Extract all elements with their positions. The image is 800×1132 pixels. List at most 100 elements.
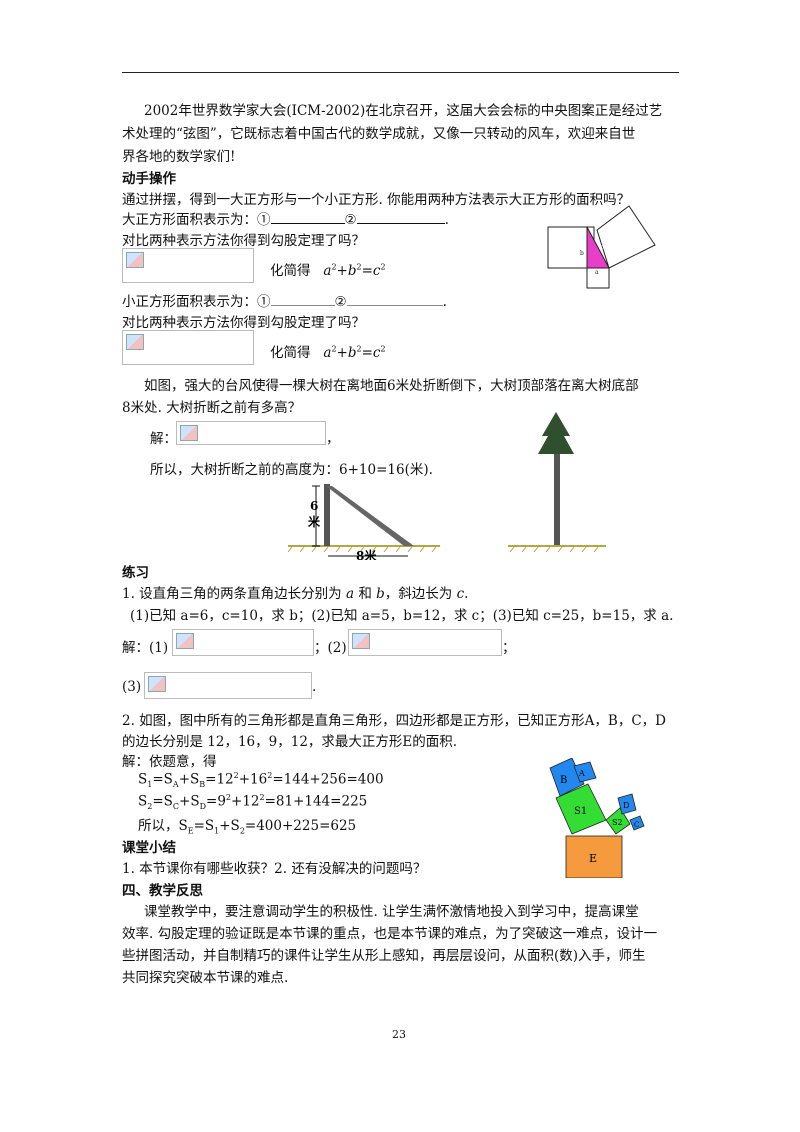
var-a: a: [345, 586, 355, 602]
tree-answer-box[interactable]: [176, 421, 326, 445]
sup: 2: [356, 344, 362, 354]
label-b: B: [560, 775, 567, 786]
height-number: 6: [310, 499, 318, 513]
plus: +: [336, 263, 348, 279]
blank-2[interactable]: [356, 211, 445, 224]
var-b: b: [347, 345, 357, 361]
simplify-label: 化简得: [270, 345, 311, 361]
circle-2: ②: [334, 294, 347, 310]
eq: =: [361, 263, 373, 279]
hands-on-question: 通过拼摆，得到一大正方形与一个小正方形. 你能用两种方法表示大正方形的面积吗？: [122, 192, 631, 208]
tree-question-2: 8米处. 大树折断之前有多高？: [122, 400, 302, 416]
exercise-2-line-2: 的边长分别是 12，16，9，12，求最大正方形E的面积.: [122, 734, 458, 750]
sup: 2: [380, 262, 386, 272]
small-square-label: 小正方形面积表示为：①: [122, 294, 271, 310]
section-heading-hands-on: 动手操作: [122, 171, 176, 187]
semicolon-end: ；: [502, 640, 516, 656]
image-placeholder-icon: [148, 676, 166, 692]
label-a: a: [595, 269, 599, 276]
circle-2: ②: [344, 212, 357, 228]
answer-box-ex1-1[interactable]: [172, 629, 314, 656]
right-triangle: [586, 226, 610, 269]
exercise-1-conditions: (1)已知 a=6，c=10，求 b；(2)已知 a=5，b=12，求 c；(3…: [130, 608, 674, 624]
var-c: c: [456, 586, 465, 602]
height-unit: 米: [308, 514, 321, 529]
section-heading-reflection: 四、教学反思: [122, 883, 203, 899]
square-s2: [605, 807, 631, 835]
left-square: [547, 226, 595, 269]
simplify-label: 化简得: [270, 263, 311, 279]
period-end: .: [312, 679, 317, 695]
section-heading-exercise: 练习: [122, 565, 149, 581]
tree-question-1: 如图，强大的台风使得一棵大树在离地面6米处折断倒下，大树顶部落在离大树底部: [144, 378, 639, 394]
intro-line-2: 术处理的“弦图”，它既标志着中国古代的数学成就，又像一只转动的风车，欢迎来自世: [122, 126, 636, 142]
semicolon-2: ；(2): [314, 640, 347, 656]
tree-answer: 所以，大树折断之前的高度为：6+10=16(米).: [150, 462, 433, 478]
answer-box-1[interactable]: [122, 248, 254, 283]
sup: 2: [356, 262, 362, 272]
p1-text: 1. 设直角三角的两条直角边长分别为: [122, 586, 342, 602]
intro-line-1: 2002年世界数学家大会(ICM-2002)在北京召开，这届大会会标的中央图案正…: [144, 103, 663, 119]
exercise-2-line-s1: S1=SA+SB=122+162=144+256=400: [138, 771, 384, 790]
reflection-line-1: 课堂教学中，要注意调动学生的积极性. 让学生满怀激情地投入到学习中，提高课堂: [144, 904, 639, 920]
label-b: b: [580, 250, 584, 257]
label-s2: S2: [612, 818, 623, 827]
exercise-2-line-1: 2. 如图，图中所有的三角形都是直角三角形，四边形都是正方形，已知正方形A，B，…: [122, 713, 666, 729]
var-a: a: [323, 345, 332, 361]
exercise-1-part3-label: (3): [122, 679, 142, 695]
exercise-2-line-s2: S2=SC+SD=92+122=81+144=225: [138, 793, 368, 812]
broken-tree-figure: 6 米 8米: [288, 484, 440, 560]
answer-box-ex1-2[interactable]: [348, 629, 502, 656]
compare-question-1: 对比两种表示方法你得到勾股定理了吗？: [122, 233, 365, 249]
square-d: [617, 793, 637, 815]
label-c: C: [634, 821, 639, 829]
var-b: b: [347, 263, 357, 279]
blank-1[interactable]: [270, 211, 345, 224]
standing-tree-figure: [508, 412, 606, 552]
exercise-1-solution-label: 解：(1): [122, 640, 169, 656]
summary-text: 1. 本节课你有哪些收获？2. 还有没解决的问题吗？: [122, 861, 427, 877]
period: .: [444, 212, 449, 228]
square-c: [629, 815, 645, 831]
reflection-line-4: 共同探究突破本节课的难点.: [122, 970, 289, 986]
eq: =: [361, 345, 373, 361]
section-heading-summary: 课堂小结: [122, 840, 176, 856]
label-c: c: [600, 244, 604, 251]
hyp: ，斜边长为: [384, 586, 453, 602]
reflection-line-2: 效率. 勾股定理的验证既是本节课的重点，也是本节课的难点，为了突破这一难点，设计…: [122, 926, 658, 942]
plus: +: [336, 345, 348, 361]
var-a: a: [323, 263, 332, 279]
page-number: 23: [392, 1028, 406, 1041]
period: .: [442, 294, 447, 310]
label-d: D: [623, 801, 629, 810]
period: .: [464, 586, 469, 602]
tree-trunk: [554, 454, 560, 546]
image-placeholder-icon: [176, 633, 194, 649]
width-label: 8米: [356, 548, 377, 560]
exercise-2-solution-label: 解：依题意，得: [122, 754, 217, 770]
answer-box-ex1-3[interactable]: [144, 672, 312, 699]
square-a: [573, 761, 597, 783]
trunk: [324, 484, 330, 546]
and: 和: [358, 586, 372, 602]
tree-crown: [538, 412, 574, 454]
answer-box-2[interactable]: [122, 330, 254, 365]
blank-4[interactable]: [346, 293, 443, 306]
image-placeholder-icon: [352, 633, 370, 649]
intro-line-3: 界各地的数学家们!: [122, 149, 236, 165]
sup: 2: [331, 344, 337, 354]
compare-question-2: 对比两种表示方法你得到勾股定理了吗？: [122, 315, 365, 331]
image-placeholder-icon: [126, 252, 144, 268]
tree-solution-label: 解：: [150, 431, 177, 447]
blank-3[interactable]: [270, 293, 335, 306]
var-c: c: [372, 263, 381, 279]
tree-comma: ，: [326, 431, 340, 447]
label-e: E: [589, 852, 597, 865]
simplify-formula-2: 化简得 a2+b2=c2: [270, 341, 386, 362]
simplify-formula-1: 化简得 a2+b2=c2: [270, 259, 386, 280]
label-a: A: [578, 769, 585, 778]
image-placeholder-icon: [126, 334, 144, 350]
var-b: b: [376, 586, 385, 602]
exercise-1-text: 1. 设直角三角的两条直角边长分别为 a 和 b，斜边长为 c.: [122, 582, 468, 602]
sup: 2: [331, 262, 337, 272]
